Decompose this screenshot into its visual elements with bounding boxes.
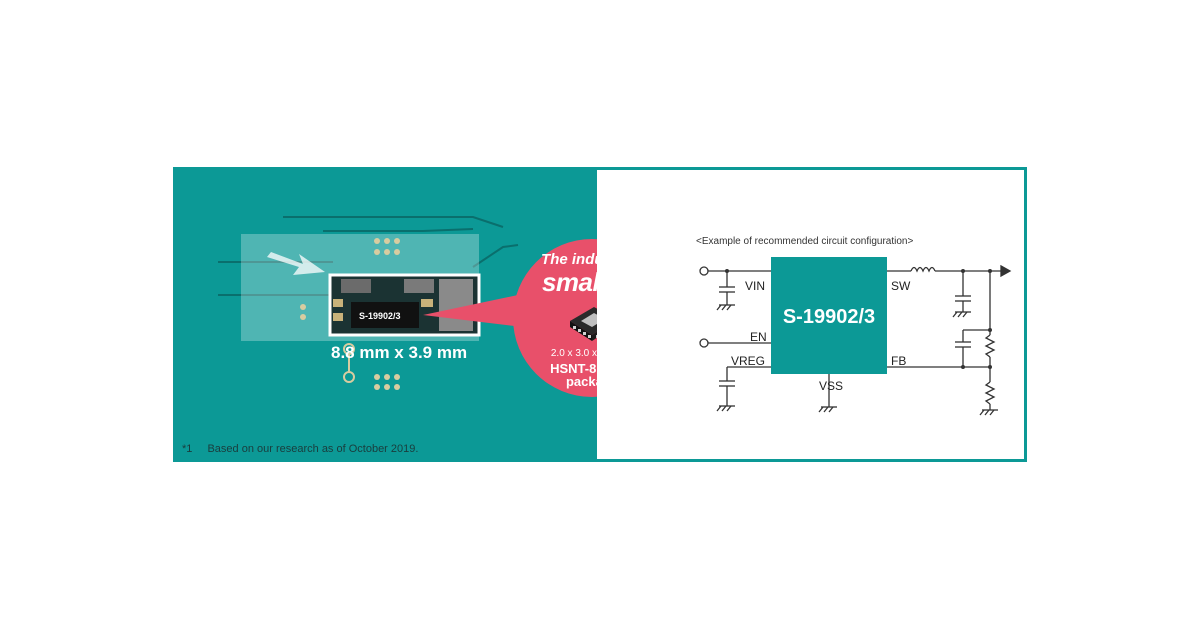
pcb-illustration xyxy=(218,216,523,390)
via-dots xyxy=(300,238,400,390)
footnote-text: Based on our research as of October 2019… xyxy=(207,443,419,455)
package-size: 2.0 x 3.0 x t0.5mm xyxy=(550,348,634,359)
pad xyxy=(333,313,343,321)
junction xyxy=(988,269,992,273)
pin-vreg: VREG xyxy=(731,354,766,368)
footnote-mark: *1 xyxy=(182,443,193,455)
pin-fb: FB xyxy=(891,354,907,368)
pin-vss: VSS xyxy=(819,379,844,393)
output-arrow xyxy=(1000,264,1012,278)
pad xyxy=(421,299,433,307)
junction xyxy=(725,269,729,273)
circuit-panel: <Example of recommended circuit configur… xyxy=(597,167,1027,462)
footnote: *1 Based on our research as of October 2… xyxy=(182,443,418,455)
circuit-caption: <Example of recommended circuit configur… xyxy=(696,236,914,247)
module-dimensions: 8.8 mm x 3.9 mm xyxy=(331,343,468,362)
pcb-trace xyxy=(472,244,519,268)
junction xyxy=(961,365,965,369)
pcb-trace xyxy=(323,228,474,232)
ic-name: S-19902/3 xyxy=(782,306,876,328)
circuit-diagram xyxy=(699,264,1012,416)
pin-vin: VIN xyxy=(745,279,766,293)
callout-pointer xyxy=(423,295,523,327)
via xyxy=(343,371,355,383)
product-banner: S-19902/3 8.8 mm x 3.9 mm *1 Based on ou… xyxy=(173,167,1027,462)
terminal-vin xyxy=(699,266,709,276)
ic-chip xyxy=(351,302,419,328)
resistor-symbol xyxy=(984,334,996,358)
pcb-trace xyxy=(283,216,504,228)
ic-block xyxy=(771,257,887,374)
inductor xyxy=(439,279,473,331)
junction xyxy=(988,328,992,332)
junction xyxy=(988,365,992,369)
ground-hatch xyxy=(818,406,834,413)
ground-hatch xyxy=(716,405,732,412)
inductor-symbol xyxy=(910,266,936,273)
ground-hatch xyxy=(952,311,968,318)
terminal-en xyxy=(699,338,709,348)
pin-en: EN xyxy=(750,330,767,344)
pad xyxy=(333,299,343,307)
resistor-symbol xyxy=(984,381,996,405)
component xyxy=(404,279,434,293)
arrow-icon xyxy=(267,252,325,275)
ground-hatch xyxy=(979,409,995,416)
junction xyxy=(961,269,965,273)
pin-sw: SW xyxy=(891,279,911,293)
chip-label: S-19902/3 xyxy=(359,311,401,321)
ground-hatch xyxy=(716,304,732,311)
component xyxy=(341,279,371,293)
